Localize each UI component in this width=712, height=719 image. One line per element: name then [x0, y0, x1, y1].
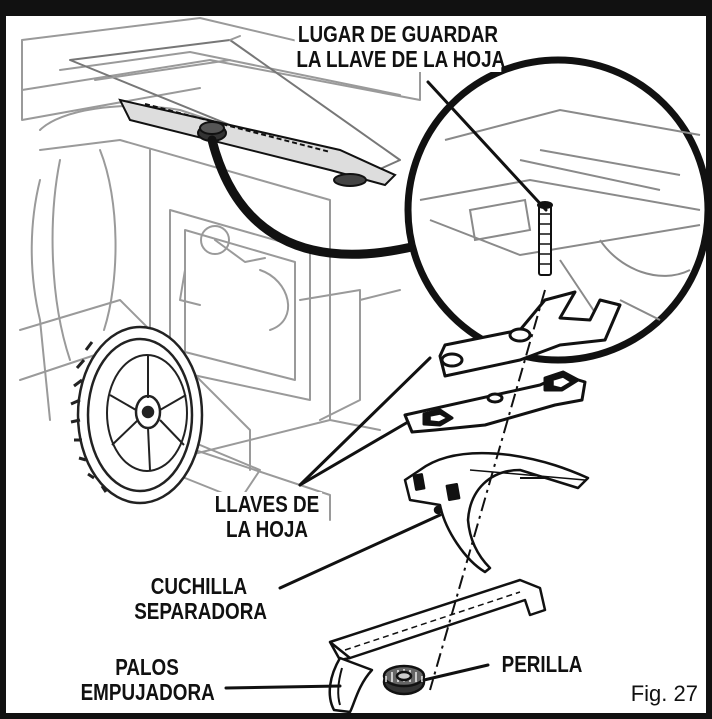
detail-connector [207, 135, 425, 259]
push-stick [328, 656, 374, 714]
storage-label-line2: LA LLAVE DE LA HOJA [296, 46, 506, 72]
riving-label-line1: CUCHILLA [150, 573, 248, 599]
push-stick-label: PALOS EMPUJADORA [78, 654, 216, 705]
knob-label-text: PERILLA [501, 651, 583, 677]
storage-location-label: LUGAR DE GUARDAR LA LLAVE DE LA HOJA [294, 21, 506, 72]
riving-knife-label: CUCHILLA SEPARADORA [132, 573, 267, 624]
storage-label-line1: LUGAR DE GUARDAR [297, 21, 499, 47]
blade-wrenches-label: LLAVES DE LA HOJA [212, 492, 322, 542]
riving-knife [403, 451, 590, 574]
alignment-line [429, 289, 546, 691]
figure-number: Fig. 27 [630, 681, 698, 707]
push-label-line2: EMPUJADORA [80, 679, 215, 705]
push-label-line1: PALOS [115, 654, 179, 680]
leader-lines [224, 80, 548, 690]
blade-wrench-open [438, 290, 622, 378]
wrenches-label-line2: LA HOJA [225, 516, 309, 542]
knob [382, 664, 426, 696]
table-saw-drawing [19, 17, 421, 521]
wheel-drawing [70, 325, 204, 505]
wrenches-label-line1: LLAVES DE [214, 491, 320, 517]
blade-wrench-hex [403, 370, 587, 434]
knob-label: PERILLA [489, 651, 595, 677]
riving-label-line2: SEPARADORA [134, 598, 267, 624]
